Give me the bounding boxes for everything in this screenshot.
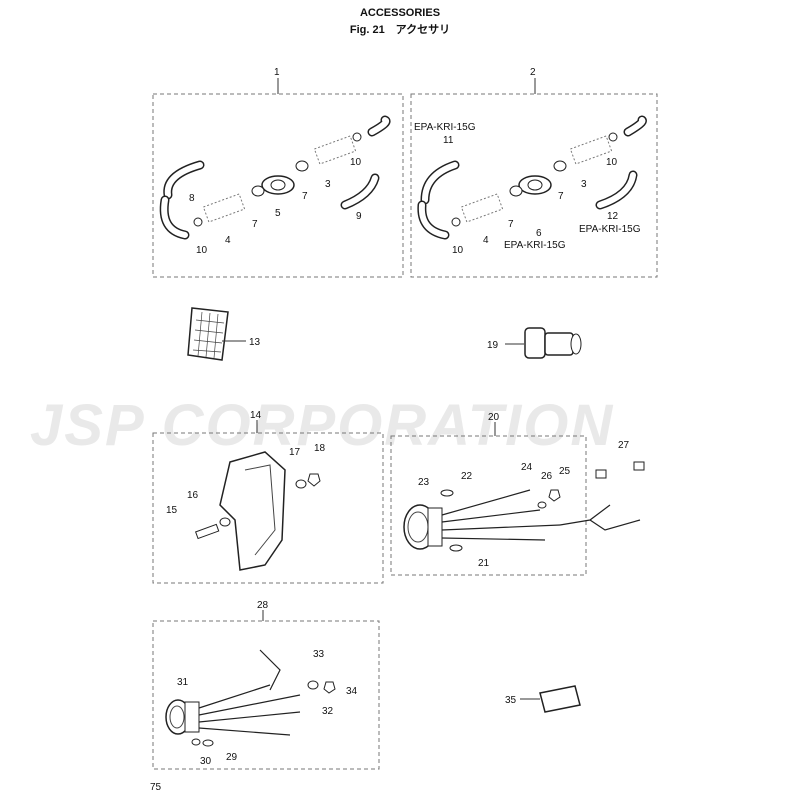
washer-16 xyxy=(219,517,231,527)
group-1-label: 1 xyxy=(274,67,280,78)
group-1: 1 8 10 4 7 5 7 3 10 9 xyxy=(152,67,404,278)
group-14: 14 15 16 17 18 xyxy=(152,410,384,584)
washer-17 xyxy=(295,479,307,489)
callout-16: 16 xyxy=(187,490,199,501)
clamp-7b xyxy=(295,160,309,172)
connector-4b xyxy=(460,193,504,223)
callout-30: 30 xyxy=(200,756,212,767)
callout-15: 15 xyxy=(166,505,178,516)
bracket-14 xyxy=(219,451,286,571)
callout-10d: 10 xyxy=(606,157,618,168)
callout-22: 22 xyxy=(461,471,473,482)
bulb-30 xyxy=(191,738,201,746)
callout-9: 9 xyxy=(356,211,362,222)
fitting-19: 19 xyxy=(487,327,582,359)
nut-34 xyxy=(323,681,336,694)
filter-13: 13 xyxy=(187,307,261,361)
clamp-7a xyxy=(251,185,265,197)
callout-3b: 3 xyxy=(581,179,587,190)
callout-25: 25 xyxy=(559,466,571,477)
group-2-label: 2 xyxy=(530,67,536,78)
callout-7d: 7 xyxy=(558,191,564,202)
callout-21: 21 xyxy=(478,558,490,569)
page-title: ACCESSORIES xyxy=(359,7,441,19)
bulb-21 xyxy=(449,544,463,552)
callout-5: 5 xyxy=(275,208,281,219)
callout-26: 26 xyxy=(541,471,553,482)
clip-10b xyxy=(352,132,362,142)
group-2-box xyxy=(410,93,658,278)
nut-18 xyxy=(307,473,321,487)
group-28: 28 31 33 34 32 29 30 xyxy=(152,600,380,770)
harness-20 xyxy=(441,489,561,541)
note-epa-12: EPA-KRI-15G xyxy=(579,224,641,235)
callout-4b: 4 xyxy=(483,235,489,246)
callout-34: 34 xyxy=(346,686,358,697)
callout-11: 11 xyxy=(443,135,454,146)
callout-19: 19 xyxy=(487,340,499,351)
callout-10a: 10 xyxy=(196,245,208,256)
group-14-label: 14 xyxy=(250,410,262,421)
group-28-box xyxy=(152,620,380,770)
callout-7c: 7 xyxy=(508,219,514,230)
callout-27: 27 xyxy=(618,440,630,451)
callout-4a: 4 xyxy=(225,235,231,246)
clip-10a xyxy=(193,217,203,227)
callout-17: 17 xyxy=(289,447,301,458)
callout-10c: 10 xyxy=(452,245,464,256)
note-epa-11: EPA-KRI-15G xyxy=(414,122,476,133)
callout-7a: 7 xyxy=(252,219,258,230)
harness-32 xyxy=(198,649,301,736)
callout-8: 8 xyxy=(189,193,195,204)
group-28-label: 28 xyxy=(257,600,269,611)
connector-3 xyxy=(313,135,357,165)
group-20: 20 23 22 24 25 26 27 21 xyxy=(390,412,645,576)
callout-32: 32 xyxy=(322,706,334,717)
callout-3a: 3 xyxy=(325,179,331,190)
part-35: 35 xyxy=(505,685,581,713)
note-epa-6: EPA-KRI-15G xyxy=(504,240,566,251)
callout-24: 24 xyxy=(521,462,533,473)
group-2: 2 EPA-KRI-15G 11 10 4 7 6 EPA-KRI-15G 7 … xyxy=(410,67,658,278)
callout-31: 31 xyxy=(177,677,189,688)
callout-10b: 10 xyxy=(350,157,362,168)
bulb-22 xyxy=(440,489,454,497)
bulb-29 xyxy=(202,739,214,747)
callout-35: 35 xyxy=(505,695,517,706)
washer-33 xyxy=(307,680,319,690)
callout-12: 12 xyxy=(607,211,619,222)
group-20-box xyxy=(390,435,587,576)
callout-6: 6 xyxy=(536,228,542,239)
callout-23: 23 xyxy=(418,477,430,488)
callout-13: 13 xyxy=(249,337,261,348)
watermark: JSP CORPORATION xyxy=(30,393,614,458)
callout-18: 18 xyxy=(314,443,326,454)
callout-29: 29 xyxy=(226,752,238,763)
harness-27 xyxy=(559,504,641,531)
group-14-box xyxy=(152,432,384,584)
connector-4 xyxy=(202,193,246,223)
bolt-15 xyxy=(194,523,220,540)
figure-subtitle: Fig. 21 アクセサリ xyxy=(349,24,451,36)
callout-7b: 7 xyxy=(302,191,308,202)
callout-33: 33 xyxy=(313,649,325,660)
group-20-label: 20 xyxy=(488,412,500,423)
page-number: 75 xyxy=(150,782,162,793)
